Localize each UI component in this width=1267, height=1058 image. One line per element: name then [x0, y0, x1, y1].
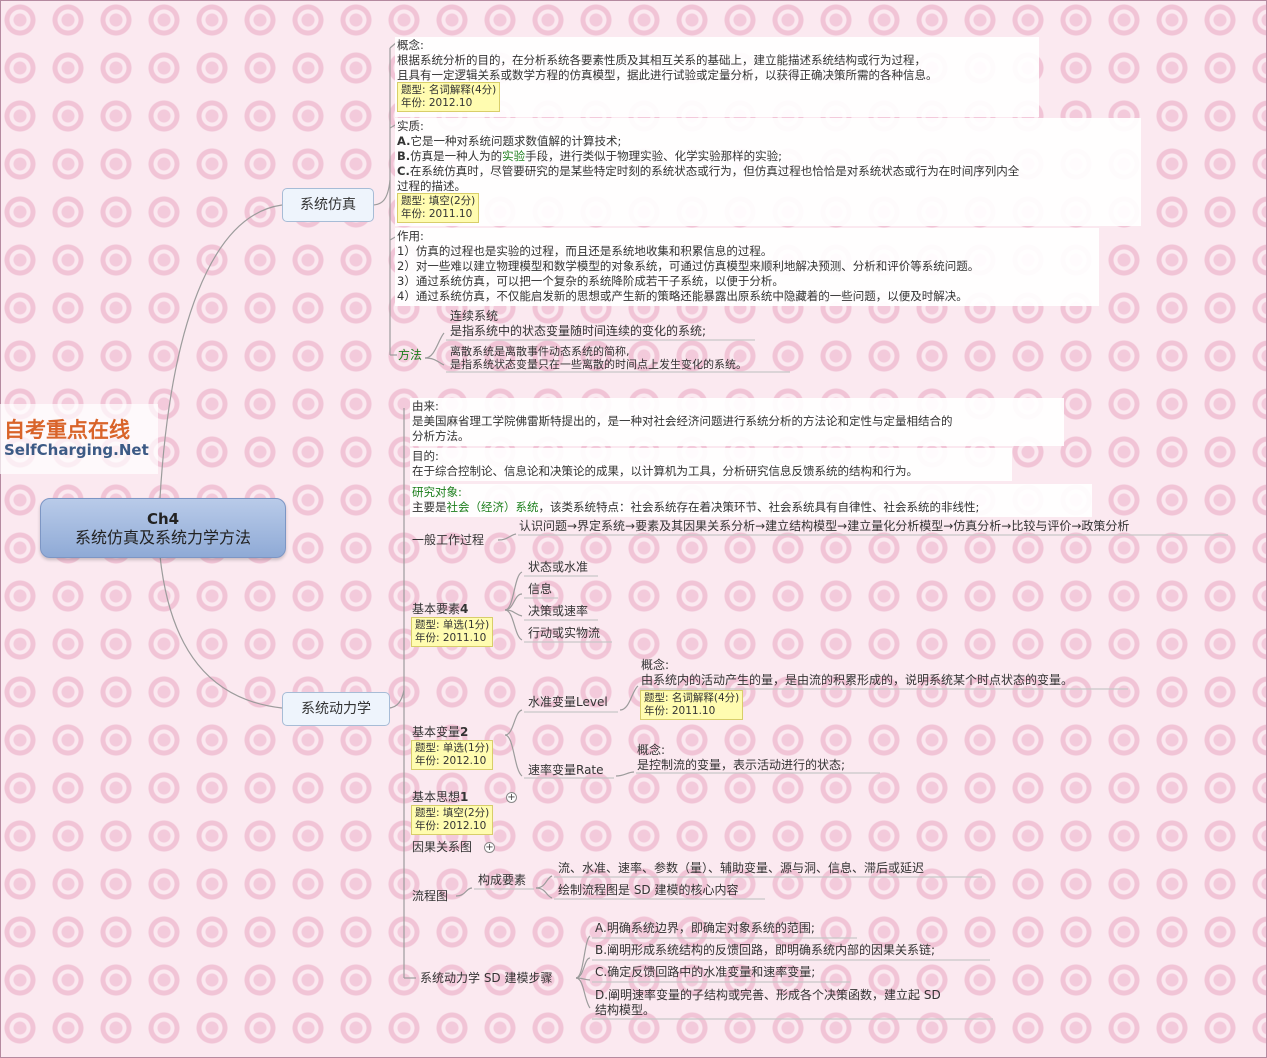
note-type: 题型: 单选(1分) — [415, 742, 490, 754]
sim-role-item: 3）通过系统仿真，可以把一个复杂的系统降阶成若干子系统，以便于分析。 — [397, 274, 784, 288]
sd-flow-item[interactable]: 流、水准、速率、参数（量）、辅助变量、源与洞、信息、滞后或延迟 — [558, 861, 925, 875]
sd-flow-item[interactable]: 绘制流程图是 SD 建模的核心内容 — [558, 883, 739, 897]
sd-elements-note: 题型: 单选(1分) 年份: 2011.10 — [411, 617, 494, 647]
sd-object-block[interactable]: 研究对象: 主要是社会（经济）系统，该类系统特点：社会系统存在着决策环节、社会系… — [410, 484, 1092, 517]
site-logo: 自考重点在线 SelfCharging.Net — [0, 404, 158, 474]
logo-en: SelfCharging.Net — [4, 441, 149, 459]
sd-level-concept-label: 概念: — [641, 658, 670, 672]
sim-concept-block[interactable]: 概念: 根据系统分析的目的，在分析系统各要素性质及其相互关系的基础上，建立能描述… — [395, 37, 1039, 117]
sd-object-label: 研究对象: — [412, 485, 462, 499]
note-year: 年份: 2011.10 — [644, 705, 716, 717]
sd-level-label[interactable]: 水准变量Level — [528, 695, 608, 709]
note-year: 年份: 2012.10 — [401, 97, 473, 109]
central-topic-title: 系统仿真及系统力学方法 — [74, 528, 251, 547]
sim-role-block[interactable]: 作用: 1）仿真的过程也是实验的过程，而且还是系统地收集和积累信息的过程。 2）… — [395, 228, 1099, 306]
sd-process-text: 认识问题→界定系统→要素及其因果关系分析→建立结构模型→建立量化分析模型→仿真分… — [519, 519, 1130, 533]
sim-method-continuous-text: 是指系统中的状态变量随时间连续的变化的系统; — [450, 324, 707, 338]
sim-essence-note: 题型: 填空(2分) 年份: 2011.10 — [397, 193, 480, 223]
sim-essence-label: 实质: — [397, 119, 424, 133]
sd-origin-line1: 是美国麻省理工学院佛雷斯特提出的，是一种对社会经济问题进行系统分析的方法论和定性… — [412, 414, 953, 428]
sd-causal-label[interactable]: 因果关系图 — [412, 840, 473, 854]
note-type: 题型: 填空(2分) — [401, 195, 476, 207]
sd-step-item-cont: 结构模型。 — [595, 1003, 656, 1017]
note-type: 题型: 名词解释(4分) — [644, 692, 740, 704]
branch-system-simulation[interactable]: 系统仿真 — [282, 188, 374, 222]
sd-rate-label[interactable]: 速率变量Rate — [528, 763, 604, 777]
expand-plus-icon[interactable]: + — [506, 792, 517, 803]
sim-essence-a: A.它是一种对系统问题求数值解的计算技术; — [397, 134, 622, 148]
sd-flow-label[interactable]: 流程图 — [412, 889, 449, 903]
sd-level-concept-text: 由系统内的活动产生的量，是由流的积累形成的，说明系统某个时点状态的变量。 — [641, 673, 1074, 687]
expand-plus-icon[interactable]: + — [484, 842, 495, 853]
sim-role-label: 作用: — [397, 229, 424, 243]
sim-concept-note: 题型: 名词解释(4分) 年份: 2012.10 — [397, 82, 501, 112]
note-type: 题型: 填空(2分) — [415, 807, 490, 819]
sd-level-note: 题型: 名词解释(4分) 年份: 2011.10 — [640, 690, 744, 720]
central-topic[interactable]: Ch4 系统仿真及系统力学方法 — [40, 498, 286, 558]
sd-element-item[interactable]: 行动或实物流 — [528, 626, 601, 640]
sd-rate-concept-text: 是控制流的变量，表示活动进行的状态; — [637, 758, 846, 772]
sd-step-item[interactable]: C.确定反馈回路中的水准变量和速率变量; — [595, 965, 816, 979]
sim-essence-c2: 过程的描述。 — [397, 179, 466, 193]
sim-method-continuous-title[interactable]: 连续系统 — [450, 309, 499, 323]
sim-concept-line2: 且具有一定逻辑关系或数学方程的仿真模型，据此进行试验或定量分析，以获得正确决策所… — [397, 68, 938, 82]
sim-concept-line1: 根据系统分析的目的，在分析系统各要素性质及其相互关系的基础上，建立能描述系统结构… — [397, 53, 926, 67]
sd-variables-note: 题型: 单选(1分) 年份: 2012.10 — [411, 740, 494, 770]
sd-purpose-text: 在于综合控制论、信息论和决策论的成果，以计算机为工具，分析研究信息反馈系统的结构… — [412, 464, 918, 478]
sd-rate-concept-label: 概念: — [637, 743, 666, 757]
sim-method-label[interactable]: 方法 — [398, 348, 423, 362]
sim-method-discrete-line2: 是指系统状态变量只在一些离散的时间点上发生变化的系统。 — [450, 358, 747, 371]
sd-variables-label[interactable]: 基本变量2 — [412, 725, 469, 739]
sd-flow-sub-label[interactable]: 构成要素 — [478, 873, 527, 887]
sd-step-item[interactable]: B.阐明形成系统结构的反馈回路，即明确系统内部的因果关系链; — [595, 943, 936, 957]
sd-step-item[interactable]: D.阐明速率变量的子结构或完善、形成各个决策函数，建立起 SD — [595, 988, 941, 1002]
sd-object-text: 主要是社会（经济）系统，该类系统特点：社会系统存在着决策环节、社会系统具有自律性… — [412, 500, 980, 514]
sim-role-item: 4）通过系统仿真，不仅能启发新的思想或产生新的策略还能暴露出原系统中隐藏着的一些… — [397, 289, 968, 303]
central-topic-chapter: Ch4 — [146, 510, 180, 528]
sd-origin-block[interactable]: 由来: 是美国麻省理工学院佛雷斯特提出的，是一种对社会经济问题进行系统分析的方法… — [410, 398, 1064, 446]
sd-element-item[interactable]: 状态或水准 — [528, 560, 589, 574]
sim-essence-b: B.仿真是一种人为的实验手段，进行类似于物理实验、化学实验那样的实验; — [397, 149, 783, 163]
sd-origin-line2: 分析方法。 — [412, 429, 470, 443]
sd-idea-note: 题型: 填空(2分) 年份: 2012.10 — [411, 805, 494, 835]
note-type: 题型: 名词解释(4分) — [401, 84, 497, 96]
note-year: 年份: 2011.10 — [415, 632, 487, 644]
sd-step-item[interactable]: A.明确系统边界，即确定对象系统的范围; — [595, 921, 815, 935]
sd-process-label[interactable]: 一般工作过程 — [412, 533, 485, 547]
note-type: 题型: 单选(1分) — [415, 619, 490, 631]
sd-idea-label[interactable]: 基本思想1 — [412, 790, 469, 804]
branch-system-dynamics[interactable]: 系统动力学 — [282, 692, 390, 726]
sim-concept-label: 概念: — [397, 38, 424, 52]
note-year: 年份: 2012.10 — [415, 820, 487, 832]
sim-role-item: 1）仿真的过程也是实验的过程，而且还是系统地收集和积累信息的过程。 — [397, 244, 773, 258]
logo-cn: 自考重点在线 — [4, 418, 130, 442]
sim-role-item: 2）对一些难以建立物理模型和数学模型的对象系统，可通过仿真模型来顺利地解决预测、… — [397, 259, 980, 273]
sd-origin-label: 由来: — [412, 399, 439, 413]
note-year: 年份: 2011.10 — [401, 208, 473, 220]
sd-element-item[interactable]: 信息 — [528, 582, 553, 596]
sd-element-item[interactable]: 决策或速率 — [528, 604, 589, 618]
note-year: 年份: 2012.10 — [415, 755, 487, 767]
sd-elements-label[interactable]: 基本要素4 — [412, 602, 469, 616]
sim-essence-block[interactable]: 实质: A.它是一种对系统问题求数值解的计算技术; B.仿真是一种人为的实验手段… — [395, 118, 1141, 226]
sim-essence-c: C.在系统仿真时，尽管要研究的是某些特定时刻的系统状态或行为，但仿真过程也恰恰是… — [397, 164, 1020, 178]
sd-purpose-label: 目的: — [412, 449, 439, 463]
sd-steps-label[interactable]: 系统动力学 SD 建模步骤 — [420, 971, 553, 985]
sim-method-discrete-line1[interactable]: 离散系统是离散事件动态系统的简称, — [450, 345, 630, 358]
sd-purpose-block[interactable]: 目的: 在于综合控制论、信息论和决策论的成果，以计算机为工具，分析研究信息反馈系… — [410, 448, 1012, 481]
